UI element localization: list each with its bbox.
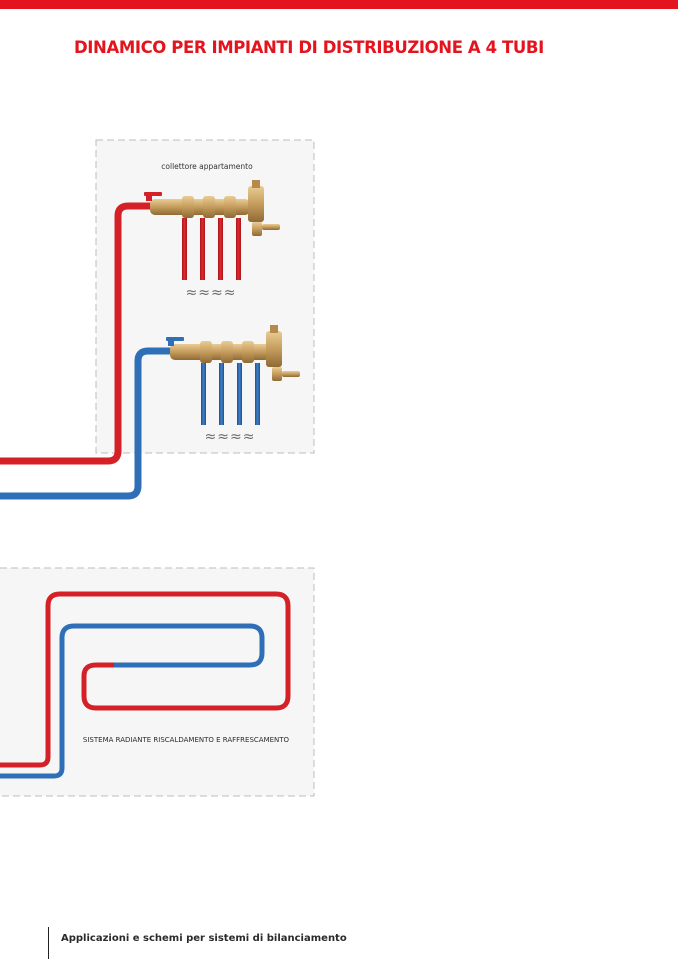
- manifold-label: collettore appartamento: [161, 162, 253, 171]
- radiant-hot-loop: [0, 591, 291, 768]
- cold-manifold-icon: [166, 325, 300, 425]
- hot-emitter-symbols: ≈≈≈≈: [186, 285, 237, 301]
- cold-supply-pipe: [0, 347, 172, 500]
- brand-top-bar: [0, 0, 678, 9]
- hot-supply-pipe: [0, 202, 152, 465]
- radiant-system-label: SISTEMA RADIANTE RISCALDAMENTO E RAFFRES…: [83, 736, 290, 744]
- page-title: DINAMICO PER IMPIANTI DI DISTRIBUZIONE A…: [74, 38, 544, 57]
- cold-emitter-symbols: ≈≈≈≈: [205, 429, 256, 445]
- radiant-cold-loop: [0, 623, 265, 779]
- footer-rule: [48, 927, 49, 959]
- hot-manifold-icon: [144, 180, 280, 280]
- footer-caption: Applicazioni e schemi per sistemi di bil…: [61, 933, 347, 944]
